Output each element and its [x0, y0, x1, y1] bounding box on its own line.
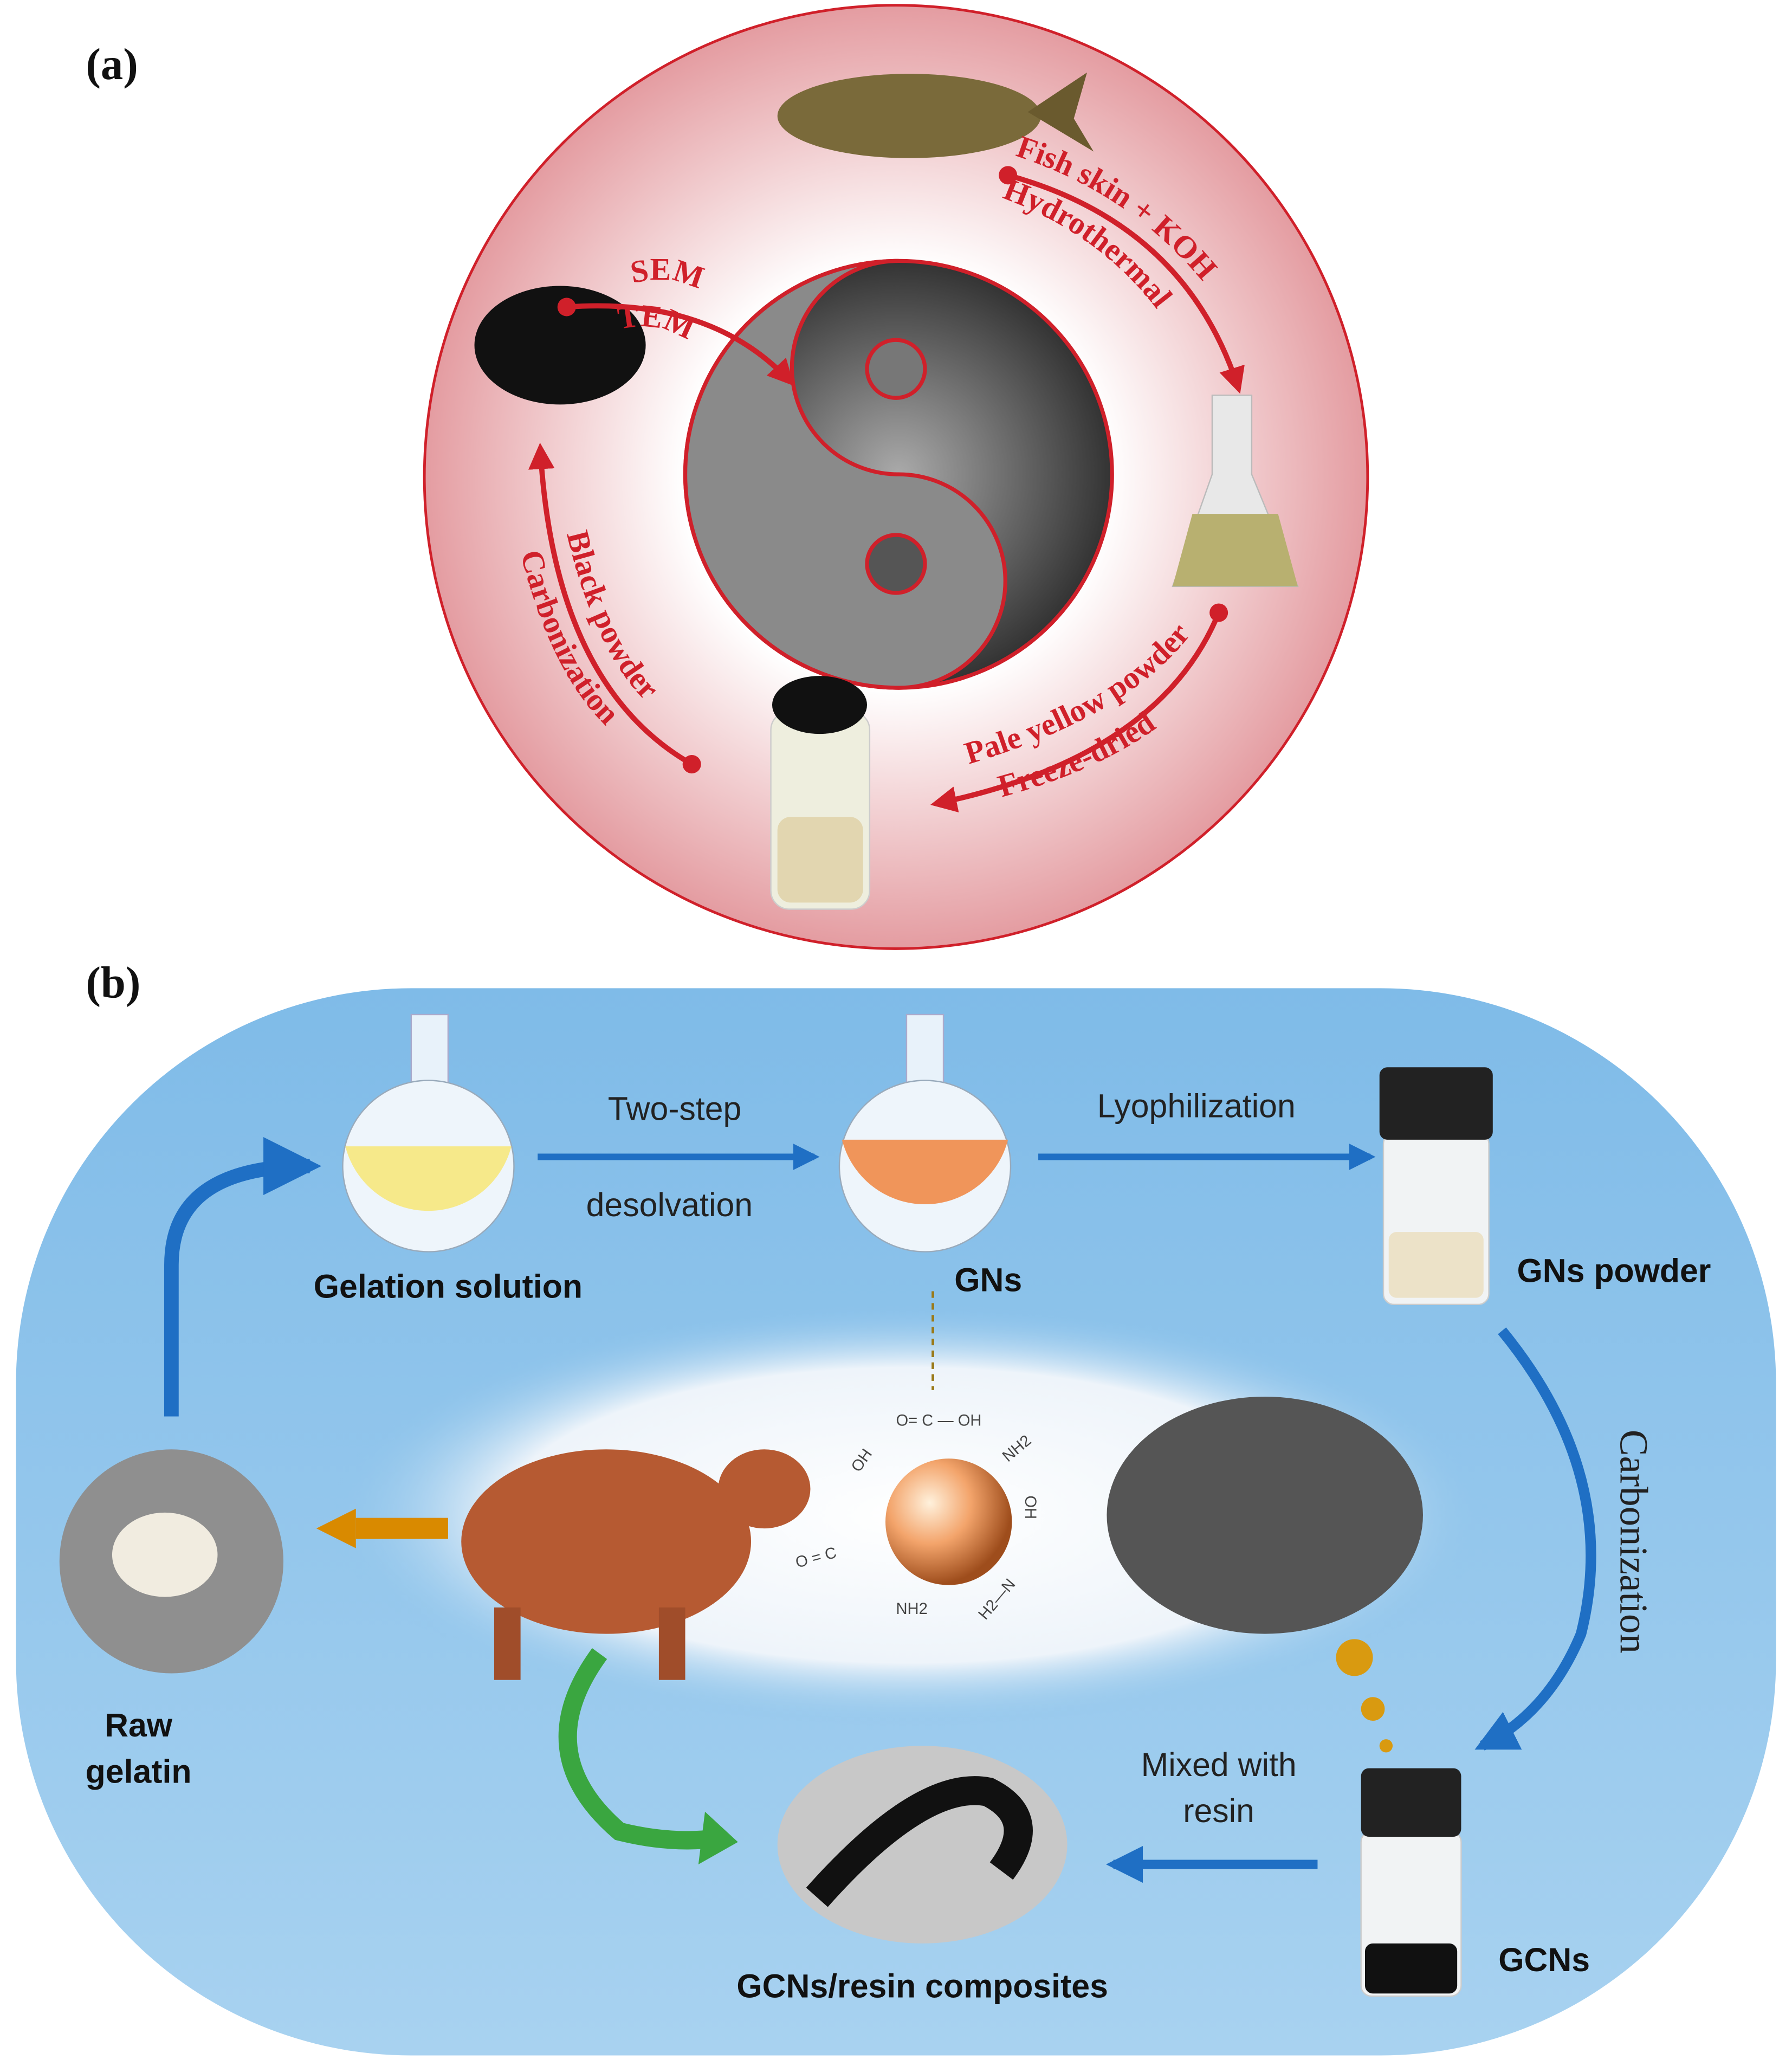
- vial-icon: [770, 676, 871, 910]
- label-two-step: Two-step: [608, 1090, 742, 1127]
- gelation-flask-icon: [342, 1013, 515, 1252]
- dot-large: [1336, 1639, 1373, 1676]
- arrow-vial-to-powder: [528, 442, 694, 767]
- arrow-flask-to-vial: [930, 611, 1221, 812]
- label-carbonization: Carbonization: [1612, 1430, 1656, 1654]
- gns-flask-icon: [838, 1013, 1012, 1252]
- label-composites: GCNs/resin composites: [736, 1968, 1108, 2005]
- composite-icon: [777, 1746, 1068, 1944]
- label-gcns: GCNs: [1498, 1941, 1590, 1978]
- dot-medium: [1361, 1697, 1385, 1721]
- gns-powder-vial-icon: [1379, 1067, 1493, 1306]
- label-gns-powder: GNs powder: [1517, 1252, 1711, 1289]
- gcns-vial-icon: [1360, 1768, 1462, 1997]
- tem-yin-yang: [683, 259, 1007, 690]
- group-cooh: O= C — OH: [896, 1412, 982, 1429]
- label-mixed-with: Mixed with: [1141, 1746, 1297, 1783]
- label-gelatin: gelatin: [86, 1753, 192, 1790]
- label-resin: resin: [1183, 1792, 1254, 1829]
- arrow-cow-to-composites: [558, 1648, 720, 1850]
- dot-small: [1379, 1739, 1393, 1753]
- label-lyophilization: Lyophilization: [1097, 1088, 1296, 1125]
- arrow-raw-to-solution: [164, 1137, 322, 1417]
- group-nh2-bottom: NH2: [896, 1600, 928, 1618]
- panel-b-label: (b): [86, 957, 140, 1007]
- panel-a: (a) Fish skin + KOH Hydrothermal Pale: [86, 4, 1369, 950]
- panel-b: (b): [16, 957, 1776, 2056]
- label-gns: GNs: [954, 1261, 1022, 1298]
- arrow-powder-to-sem: [566, 303, 794, 386]
- yang-dot: [865, 533, 927, 595]
- flask-icon: [1172, 395, 1299, 587]
- yin-dot: [865, 338, 927, 400]
- label-desolvation: desolvation: [586, 1186, 753, 1223]
- group-oh-right: OH: [1021, 1495, 1039, 1519]
- fish-icon: [777, 72, 1094, 158]
- arrow-fish-to-flask: [1007, 172, 1245, 394]
- cow-icon: [461, 1449, 811, 1680]
- nanoparticle-molecule: O= C — OH OH NH2 OH O = C NH2 H2—N: [794, 1412, 1039, 1623]
- panel-a-label: (a): [86, 39, 138, 89]
- nanoparticle-ball: [885, 1458, 1012, 1585]
- sem-spheres-image: [1107, 1396, 1423, 1634]
- label-raw: Raw: [105, 1707, 173, 1744]
- arrow-carbonization: [1474, 1327, 1596, 1751]
- raw-gelatin-icon: [59, 1449, 284, 1674]
- label-gelation-solution: Gelation solution: [314, 1268, 583, 1305]
- black-powder-icon: [474, 286, 646, 405]
